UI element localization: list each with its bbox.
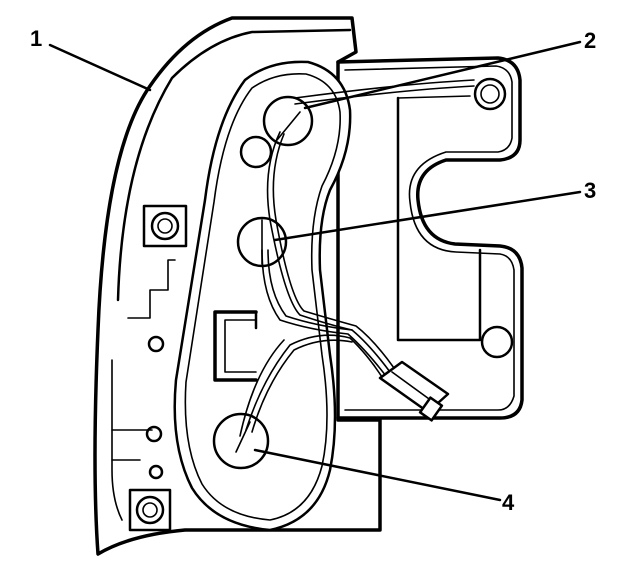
callout-1-label: 1 — [30, 26, 42, 51]
mounting-boss-upper — [142, 204, 188, 248]
bulb-carrier-plate — [173, 60, 352, 532]
plate-bolt-hole-lower — [480, 325, 514, 359]
wire-retainer-bracket — [213, 310, 258, 382]
callout-3-label: 3 — [584, 178, 596, 203]
callout-2-label: 2 — [584, 28, 596, 53]
mounting-boss-lower — [128, 488, 172, 532]
bulb-socket-2 — [239, 95, 314, 169]
callout-leaders — [48, 40, 582, 502]
small-locator-holes — [145, 335, 165, 480]
wiring-harness — [239, 79, 475, 437]
plate-bolt-hole-upper — [473, 77, 507, 111]
bulb-socket-4 — [212, 412, 270, 470]
harness-connector — [378, 360, 450, 422]
mounting-plate — [336, 56, 524, 420]
lamp-housing — [93, 16, 382, 556]
callout-4-label: 4 — [502, 490, 515, 515]
